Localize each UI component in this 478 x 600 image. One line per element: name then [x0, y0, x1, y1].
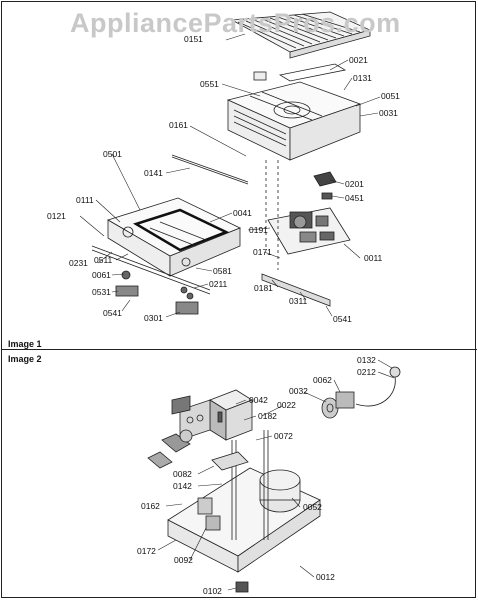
- part-label: 0191: [249, 225, 268, 235]
- part-label: 0231: [69, 258, 88, 268]
- part-label: 0212: [357, 367, 376, 377]
- small-part-shape: [313, 171, 337, 187]
- top-lid-shape: [230, 11, 372, 59]
- part-label: 0011: [364, 253, 383, 263]
- part-label: 0042: [249, 395, 268, 405]
- section-divider: [1, 349, 477, 350]
- part-label: 0031: [379, 108, 398, 118]
- part-label: 0151: [184, 34, 203, 44]
- part-label: 0062: [313, 375, 332, 385]
- part-label: 0501: [103, 149, 122, 159]
- part-label: 0131: [353, 73, 372, 83]
- part-label: 0511: [94, 255, 113, 265]
- bracket-shape: [261, 273, 331, 307]
- part-label: 0121: [47, 211, 66, 221]
- part-label: 0172: [137, 546, 156, 556]
- part-label: 0052: [303, 502, 322, 512]
- watermark: AppliancePartsPros.com: [70, 8, 401, 38]
- part-label: 0182: [258, 411, 277, 421]
- part-label: 0142: [173, 481, 192, 491]
- part-label: 0451: [345, 193, 364, 203]
- part-label: 0012: [316, 572, 335, 582]
- part-label: 0301: [144, 313, 163, 323]
- part-label: 0181: [254, 283, 273, 293]
- main-housing-shape: [226, 81, 362, 161]
- part-label: 0111: [76, 195, 94, 205]
- section-label-image1: Image 1: [8, 339, 42, 349]
- part-label: 0531: [92, 287, 111, 297]
- section-label-image2: Image 2: [8, 354, 42, 364]
- part-label: 0171: [253, 247, 272, 257]
- base-tray-shape: [107, 197, 241, 277]
- part-label: 0061: [92, 270, 111, 280]
- part-label: 0311: [289, 296, 308, 306]
- part-label: 0211: [209, 279, 228, 289]
- part-label: 0041: [233, 208, 252, 218]
- control-board-shape: [267, 207, 351, 255]
- part-label: 0032: [289, 386, 308, 396]
- part-label: 0092: [174, 555, 193, 565]
- part-label: 0102: [203, 586, 222, 596]
- part-label: 0132: [357, 355, 376, 365]
- part-label: 0162: [141, 501, 160, 511]
- rail-shape: [91, 245, 211, 291]
- part-label: 0541: [103, 308, 122, 318]
- part-label: 0072: [274, 431, 293, 441]
- part-label: 0581: [213, 266, 232, 276]
- part-label: 0021: [349, 55, 368, 65]
- refrigeration-assembly-shape: [147, 366, 401, 593]
- part-label: 0082: [173, 469, 192, 479]
- part-label: 0551: [200, 79, 219, 89]
- part-label: 0161: [169, 120, 188, 130]
- part-label: 0541: [333, 314, 352, 324]
- part-label: 0141: [144, 168, 163, 178]
- part-label: 0051: [381, 91, 400, 101]
- small-block-shape: [253, 71, 267, 81]
- rod-shape: [171, 154, 249, 183]
- part-label: 0022: [277, 400, 296, 410]
- part-label: 0201: [345, 179, 364, 189]
- strip-shape: [278, 63, 347, 82]
